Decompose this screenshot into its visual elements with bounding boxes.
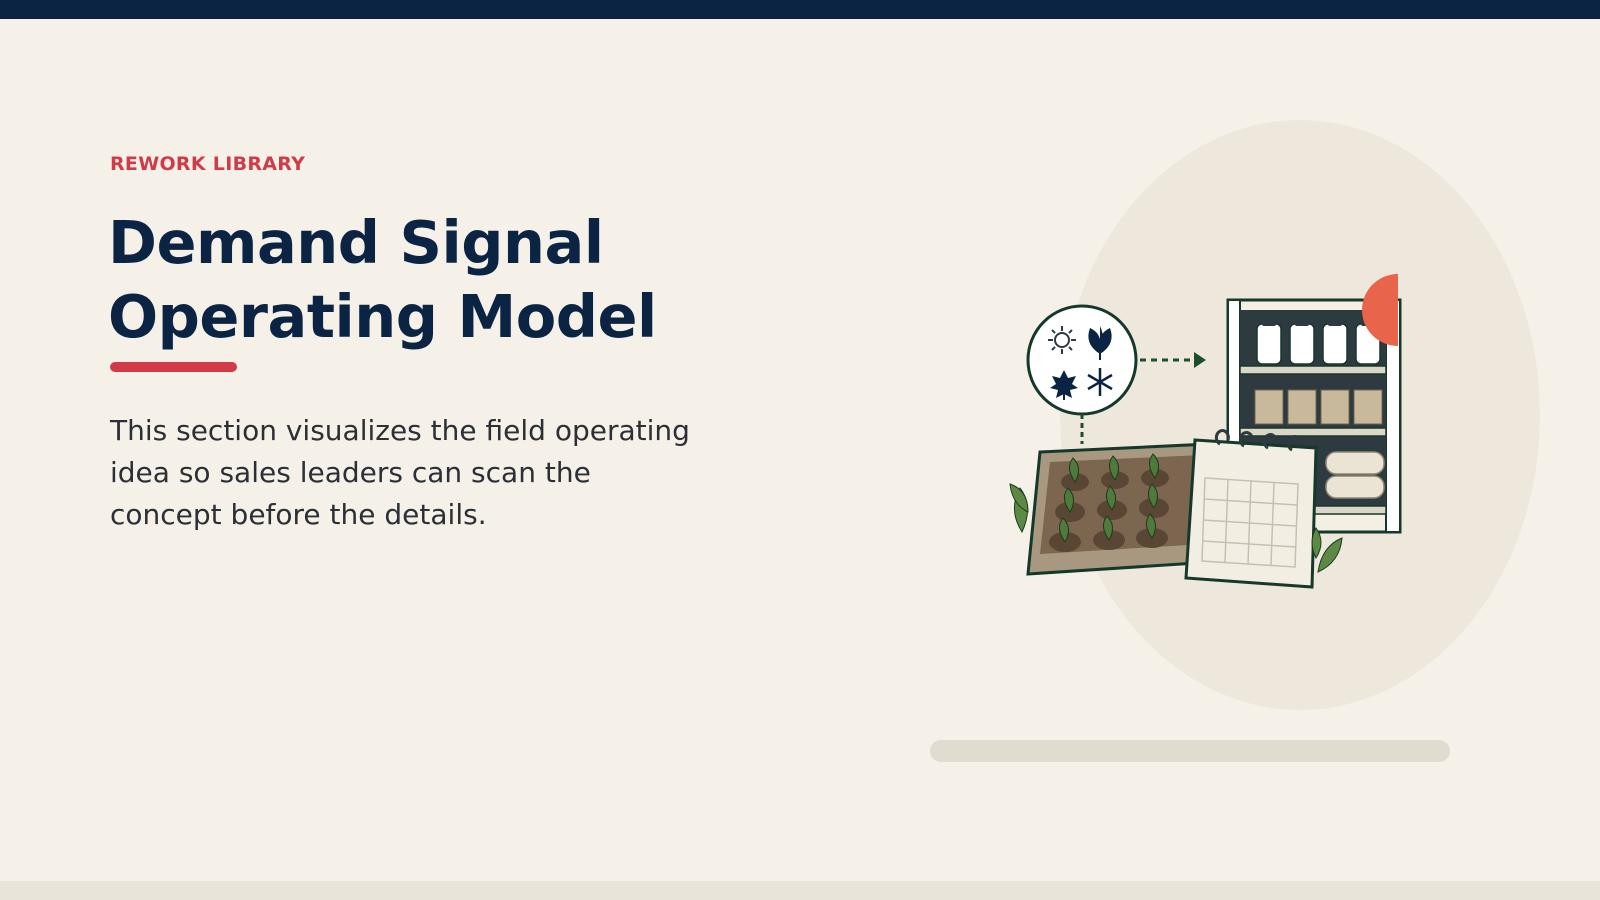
- page-title: Demand Signal Operating Model: [108, 206, 657, 354]
- bottom-bar: [0, 881, 1600, 900]
- seasons-bubble: [1026, 304, 1138, 416]
- shelf-icon: [1226, 274, 1402, 534]
- caption-bar: [930, 740, 1450, 762]
- leaf-icon: [1088, 326, 1112, 360]
- page-title-line-1: Demand Signal: [108, 208, 604, 277]
- eyebrow-label: REWORK LIBRARY: [110, 153, 306, 175]
- maple-leaf-icon: [1050, 370, 1078, 400]
- illustration: [1009, 274, 1402, 589]
- sun-icon: [1048, 326, 1076, 354]
- top-accent-bar: [0, 0, 1600, 19]
- calendar-icon: [1184, 429, 1343, 589]
- seedling-tray-icon: [1009, 442, 1214, 576]
- body-text: This section visualizes the field operat…: [110, 414, 690, 531]
- page-title-line-2: Operating Model: [108, 282, 657, 351]
- arrow-icon: [1080, 352, 1206, 444]
- title-underline: [110, 362, 237, 372]
- snowflake-icon: [1087, 368, 1113, 396]
